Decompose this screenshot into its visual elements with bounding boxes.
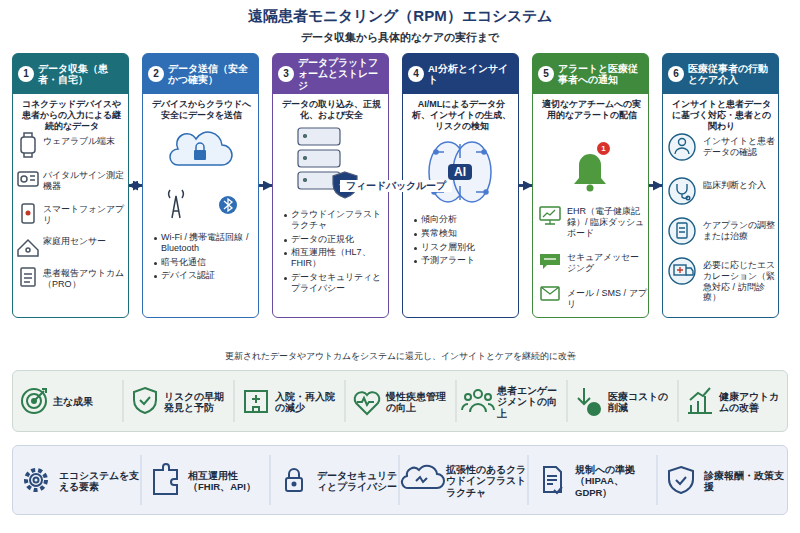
brain-icon bbox=[429, 142, 491, 202]
alert-icons bbox=[540, 154, 606, 300]
device-icons bbox=[18, 133, 38, 286]
bullet-item: 異常検知 bbox=[413, 228, 515, 239]
outcome-label: リスクの早期発見と予防 bbox=[164, 391, 230, 414]
step-title: 医療従事者の行動とケア介入 bbox=[688, 63, 776, 86]
transmission-icons bbox=[169, 132, 237, 218]
bullet-item: データの正規化 bbox=[283, 234, 385, 245]
outcome-label: 医療コストの削減 bbox=[608, 391, 674, 414]
bullet-item: 予測アラート bbox=[413, 255, 515, 266]
step-description: インサイトと患者データに基づく対応・患者との関わり bbox=[669, 99, 774, 131]
summary-band: 主な成果 リスクの早期発見と予防 入院・再入院の減少 慢性疾患管理の向上 患者エンゲージ… bbox=[12, 370, 788, 432]
step-number: 5 bbox=[538, 66, 554, 82]
item-label: EHR（電子健康記録）/ 臨床ダッシュボード bbox=[567, 206, 647, 238]
item-label: 臨床判断と介入 bbox=[703, 180, 777, 191]
outcome-label: 健康アウトカムの改善 bbox=[719, 391, 785, 414]
step-description: コネクテッドデバイスや患者からの入力による継続的なデータ bbox=[19, 99, 124, 131]
item-label: 患者報告アウトカム（PRO） bbox=[43, 268, 125, 290]
subtitle: データ収集から具体的なケアの実行まで bbox=[0, 31, 800, 44]
outcome-label: 主な成果 bbox=[53, 396, 119, 407]
bullet-item: 暗号化通信 bbox=[153, 257, 255, 268]
step-title: データプラットフォームとストレージ bbox=[298, 57, 386, 91]
step-description: AI/MLによるデータ分析、インサイトの生成、リスクの検知 bbox=[409, 99, 514, 131]
item-label: インサイトと患者データの確認 bbox=[703, 136, 777, 158]
band-dividers bbox=[123, 380, 678, 505]
support-label: 診療報酬・政策支援 bbox=[704, 470, 784, 493]
item-label: ケアプランの調整または治療 bbox=[703, 220, 777, 242]
item-label: ウェアラブル端末 bbox=[43, 136, 125, 147]
bullet-item: 傾向分析 bbox=[413, 214, 515, 225]
step-title: データ収集（患者・自宅） bbox=[38, 63, 126, 86]
step-title: AI分析とインサイト bbox=[428, 63, 516, 86]
bullet-item: データセキュリティとプライバシー bbox=[283, 272, 385, 294]
support-label: 規制への準拠（HIPAA、GDPR） bbox=[575, 464, 655, 498]
notification-badge: 1 bbox=[597, 142, 610, 155]
bullet-item: Wi-Fi / 携帯電話回線 / Bluetooth bbox=[153, 232, 255, 254]
step-description: データの取り込み、正規化、および安全 bbox=[279, 99, 384, 121]
item-label: バイタルサイン測定機器 bbox=[43, 170, 125, 192]
outcome-label: 慢性疾患管理の向上 bbox=[386, 391, 452, 414]
support-label: データセキュリティとプライバシー bbox=[317, 470, 397, 493]
ai-badge: AI bbox=[448, 164, 472, 180]
item-label: 家庭用センサー bbox=[43, 236, 125, 247]
step-title: アラートと医療従事者への通知 bbox=[558, 63, 646, 86]
edge-label: フィードバックループ bbox=[340, 180, 452, 192]
step-number: 1 bbox=[18, 66, 34, 82]
step-number: 6 bbox=[668, 66, 684, 82]
bullet-item: デバイス認証 bbox=[153, 270, 255, 281]
step-column: 2データ送信（安全かつ確実） デバイスからクラウドへ安全にデータを送信 Wi-Fi … bbox=[142, 53, 259, 318]
item-label: スマートフォンアプリ bbox=[43, 204, 125, 226]
bullet-item: クラウドインフラストラクチャ bbox=[283, 209, 385, 231]
support-icons bbox=[26, 464, 693, 494]
item-label: セキュアメッセージング bbox=[567, 252, 647, 274]
step-number: 2 bbox=[148, 66, 164, 82]
step-description: 適切なケアチームへの実用的なアラートの配信 bbox=[539, 99, 644, 121]
title: 遠隔患者モニタリング（RPM）エコシステム bbox=[0, 7, 800, 25]
care-icons bbox=[669, 134, 695, 284]
bullet-item: 相互運用性（HL7、FHIR） bbox=[283, 247, 385, 269]
bullet-item: リスク層別化 bbox=[413, 242, 515, 253]
feedback-note: 更新されたデータやアウトカムをシステムに還元し、インサイトとケアを継続的に改善 bbox=[0, 351, 800, 362]
step-title: データ送信（安全かつ確実） bbox=[168, 63, 256, 86]
summary-band: エコシステムを支える要素 相互運用性（FHIR、API） データセキュリティとプライ… bbox=[12, 445, 788, 515]
outcome-label: 患者エンゲージメントの向上 bbox=[497, 385, 563, 419]
support-label: エコシステムを支える要素 bbox=[59, 470, 139, 493]
support-label: 拡張性のあるクラウドインフラストラクチャ bbox=[446, 464, 526, 498]
item-label: 必要に応じたエスカレーション（緊急対応 / 訪問診療） bbox=[703, 260, 777, 303]
step-description: デバイスからクラウドへ安全にデータを送信 bbox=[149, 99, 254, 121]
item-label: メール / SMS / アプリ bbox=[567, 288, 647, 310]
support-label: 相互運用性（FHIR、API） bbox=[188, 470, 268, 493]
step-number: 3 bbox=[278, 66, 294, 82]
outcome-icons bbox=[22, 388, 712, 415]
step-number: 4 bbox=[408, 66, 424, 82]
outcome-label: 入院・再入院の減少 bbox=[275, 391, 341, 414]
